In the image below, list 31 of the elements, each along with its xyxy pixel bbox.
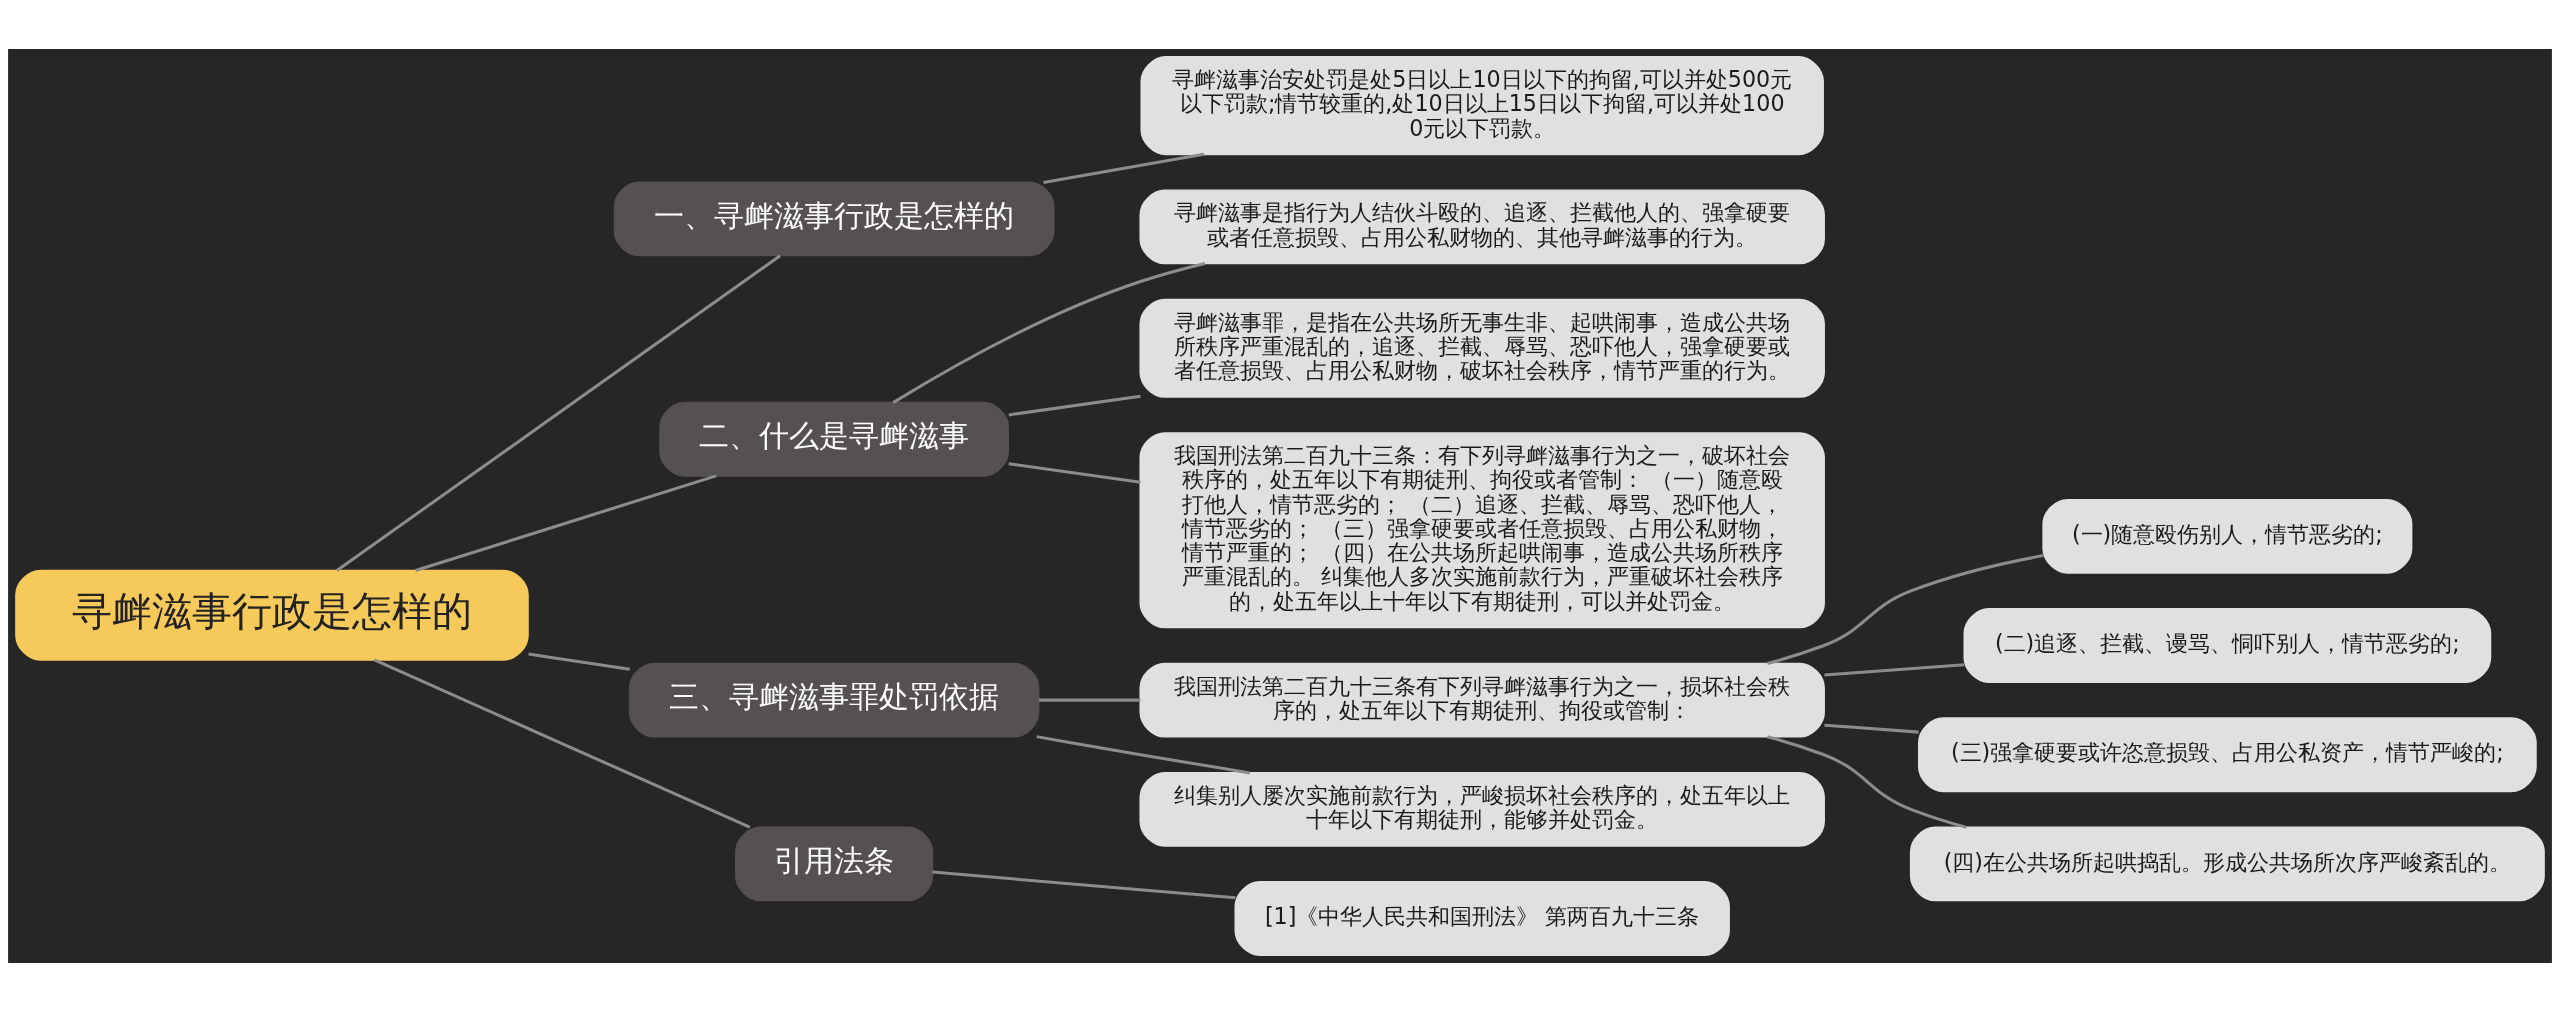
connector (1766, 734, 1967, 829)
node-box: (一)随意殴伤别人，情节恶劣的; (2042, 498, 2413, 574)
node-box: 寻衅滋事行政是怎样的 (15, 569, 529, 661)
node-box: 寻衅滋事罪，是指在公共场所无事生非、起哄闹事，造成公共场所秩序严重混乱的，追逐、拦截、辱骂、恐吓他人，强拿硬要或者任意损毁、占用公私财物，破坏社会秩序，情节严重的行为。 (1139, 298, 1825, 398)
connector (373, 658, 751, 829)
connector (1039, 698, 1141, 702)
connector (892, 261, 1206, 404)
connector (1036, 734, 1251, 774)
node-box: 我国刑法第二百九十三条有下列寻衅滋事行为之一，损坏社会秩序的，处五年以下有期徒刑、拘役或管制： (1139, 662, 1825, 738)
node-box: [1]《中华人民共和国刑法》 第两百九十三条 (1234, 880, 1730, 956)
node-box: 纠集别人屡次实施前款行为，严峻损坏社会秩序的，处五年以上十年以下有期徒刑，能够并处罚金。 (1139, 771, 1825, 847)
node-box: (四)在公共场所起哄捣乱。形成公共场所次序严峻紊乱的。 (1909, 826, 2545, 901)
connector (415, 473, 717, 572)
node-box: 二、什么是寻衅滋事 (659, 401, 1010, 477)
connector (1824, 662, 1965, 677)
connector (932, 870, 1236, 899)
node-box: 一、寻衅滋事行政是怎样的 (613, 180, 1055, 256)
connector (1824, 723, 1919, 734)
node-box: (三)强拿硬要或许恣意损毁、占用公私资产，情节严峻的; (1918, 716, 2537, 792)
node-box: 寻衅滋事治安处罚是处5日以上10日以下的拘留,可以并处500元以下罚款;情节较重的,处10日以上15日以下拘留,可以并处1000元以下罚款。 (1140, 55, 1824, 155)
connector (1008, 394, 1141, 416)
node-box: (二)追逐、拦截、谩骂、恫吓别人，情节恶劣的; (1963, 607, 2492, 683)
connector (336, 254, 781, 572)
node-box: 引用法条 (735, 826, 934, 901)
connector (1766, 553, 2044, 665)
node-box: 寻衅滋事是指行为人结伙斗殴的、追逐、拦截他人的、强拿硬要或者任意损毁、占用公私财物的、其他寻衅滋事的行为。 (1139, 189, 1825, 264)
connector (1008, 461, 1141, 484)
connector (528, 651, 630, 671)
node-box: 我国刑法第二百九十三条：有下列寻衅滋事行为之一，破坏社会秩序的，处五年以下有期徒刑、拘役或者管制： （一）随意殴打他人，情节恶劣的； （二）追逐、拦截、辱骂、恐吓他人，情节恶劣的； （三）强拿硬要或者任意损毁、占用公私财物，情节严重的； （四）在公共场所起哄闹事，造成公共场所秩序严重混乱的。 纠集他人多次实施前款行为，严重破坏社会秩序的，处五年以上十年以下有期徒刑，可以并处罚金。 (1139, 431, 1825, 628)
connector (1043, 152, 1205, 184)
node-box: 三、寻衅滋事罪处罚依据 (628, 662, 1040, 738)
